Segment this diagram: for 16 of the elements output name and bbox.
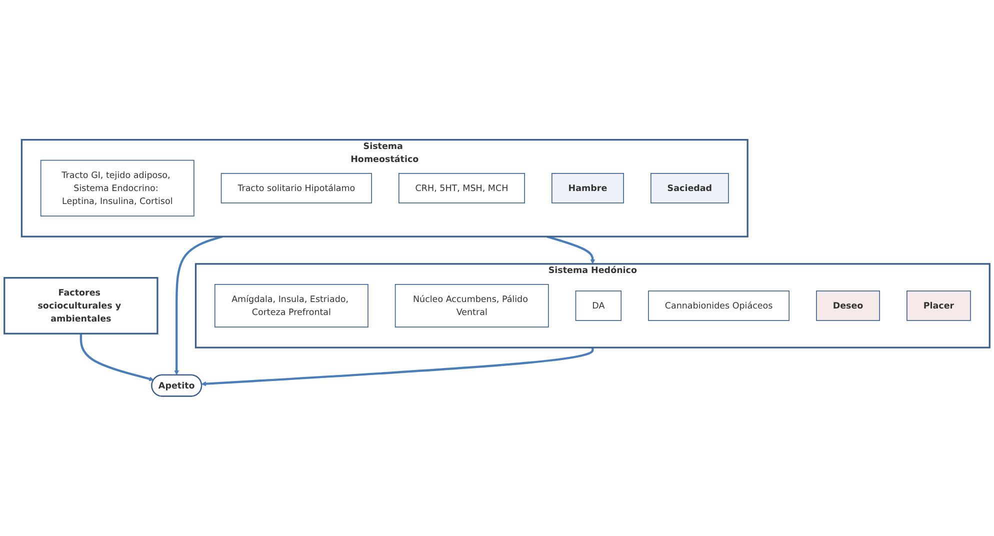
node-box: Hambre <box>552 173 624 204</box>
node-box: Placer <box>906 290 971 321</box>
node-box: Deseo <box>816 290 880 321</box>
node-box: Tracto GI, tejido adiposo, Sistema Endocrino: Leptina, Insulina, Cortisol <box>40 160 194 216</box>
node-box: Cannabionides Opiáceos <box>648 290 790 321</box>
node-box: DA <box>575 290 622 321</box>
arrow <box>546 236 596 264</box>
arrow <box>201 347 594 386</box>
node-box: Núcleo Accumbens, Pálido Ventral <box>394 284 549 328</box>
arrow <box>80 334 154 382</box>
node-box: Saciedad <box>650 173 729 204</box>
arrow <box>174 236 223 376</box>
node-box: Tracto solitario Hipotálamo <box>220 173 372 204</box>
node-box: CRH, 5HT, MSH, MCH <box>398 173 525 204</box>
node-box: Factores socioculturales y ambientales <box>4 277 158 334</box>
node-box: Amígdala, Insula, Estriado, Corteza Prefrontal <box>214 284 368 328</box>
